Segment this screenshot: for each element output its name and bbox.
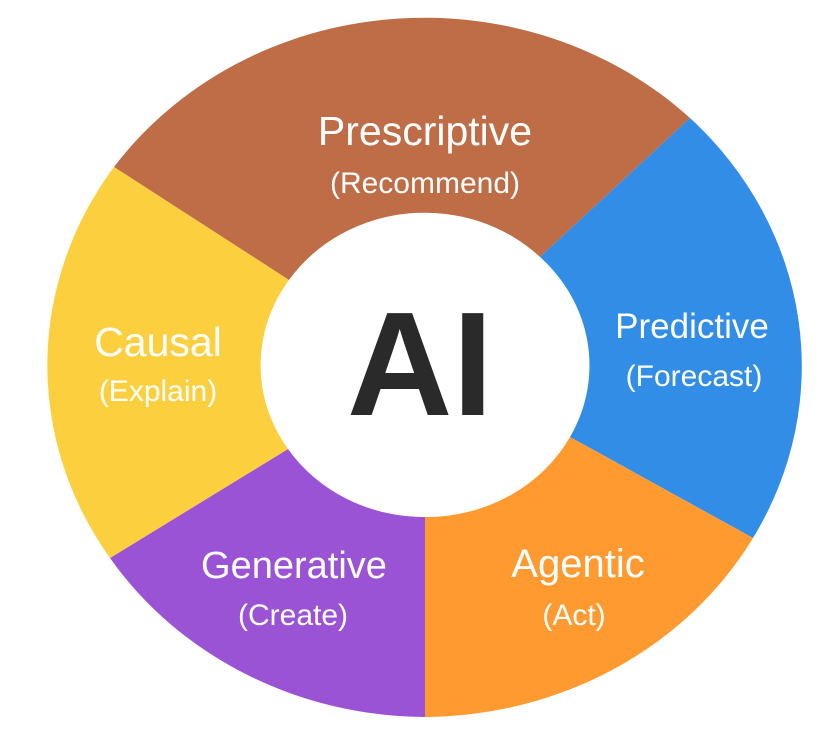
center-circle: [262, 215, 588, 517]
segment-predictive-subtitle: (Forecast): [626, 360, 763, 393]
segment-prescriptive-title: Prescriptive: [318, 108, 532, 154]
segment-causal: Causal (Explain): [47, 167, 289, 558]
segment-agentic-subtitle: (Act): [542, 599, 605, 632]
segment-generative: Generative (Create): [110, 449, 425, 717]
segment-causal-title: Causal: [94, 319, 222, 365]
segment-predictive-wedge: [540, 118, 802, 538]
segment-agentic-wedge: [425, 437, 753, 717]
center-ai-label: AI: [347, 282, 493, 447]
segment-generative-subtitle: (Create): [238, 599, 348, 632]
segment-agentic-title: Agentic: [511, 542, 644, 586]
segment-generative-title: Generative: [201, 545, 387, 587]
segment-generative-wedge: [110, 449, 425, 717]
segment-predictive-title: Predictive: [615, 307, 769, 346]
segment-causal-subtitle: (Explain): [99, 375, 217, 408]
center-hub: AI: [262, 215, 588, 517]
segment-prescriptive-wedge: [114, 17, 690, 280]
segment-prescriptive-subtitle: (Recommend): [330, 167, 520, 200]
segment-causal-wedge: [47, 167, 289, 558]
segment-prescriptive: Prescriptive (Recommend): [114, 17, 690, 280]
segment-predictive: Predictive (Forecast): [540, 118, 802, 538]
segment-agentic: Agentic (Act): [425, 437, 753, 717]
